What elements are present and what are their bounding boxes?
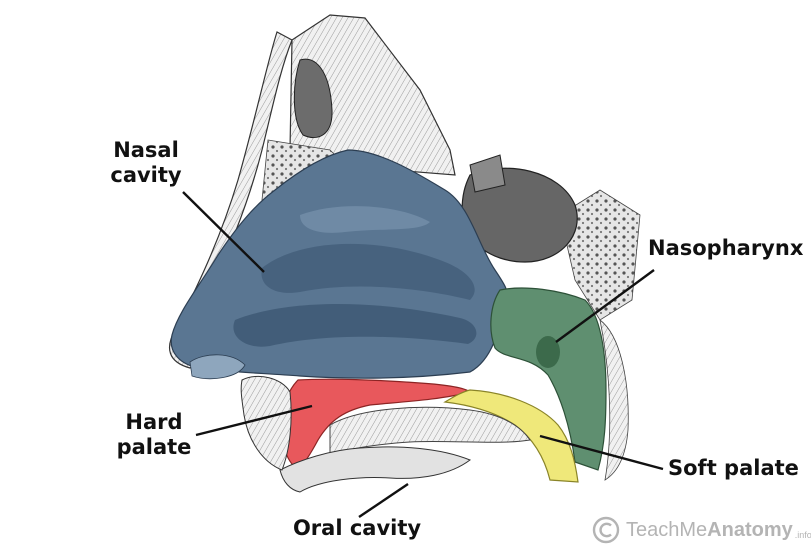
label-nasal-cavity: Nasal cavity bbox=[110, 138, 182, 187]
leader-line-nasopharynx bbox=[555, 269, 655, 343]
posterior-pharyngeal-wall bbox=[599, 319, 629, 481]
nasopharynx-region bbox=[490, 287, 607, 471]
nostril bbox=[189, 354, 246, 380]
watermark-brand-bold: Anatomy bbox=[707, 518, 793, 541]
soft-palate-region bbox=[443, 389, 579, 483]
label-oral-cavity: Oral cavity bbox=[292, 516, 422, 540]
sphenoid-recess bbox=[469, 154, 506, 193]
upper-lip bbox=[240, 376, 292, 471]
leader-line-soft-palate bbox=[539, 434, 664, 471]
label-nasopharynx: Nasopharynx bbox=[648, 236, 804, 260]
copyright-icon bbox=[592, 516, 620, 544]
middle-turbinate bbox=[261, 243, 475, 300]
spongy-bone-posterior bbox=[559, 189, 641, 321]
superior-turbinate bbox=[300, 206, 430, 233]
watermark-suffix: .info bbox=[794, 530, 811, 540]
leader-line-hard-palate bbox=[195, 404, 313, 437]
tongue-dorsum bbox=[329, 406, 531, 456]
frontal-sinus bbox=[293, 58, 333, 139]
watermark-brand-regular: TeachMe bbox=[626, 518, 708, 541]
upper-teeth bbox=[279, 446, 472, 493]
leader-line-nasal-cavity bbox=[182, 191, 265, 273]
label-soft-palate: Soft palate bbox=[668, 456, 799, 480]
inferior-turbinate bbox=[233, 304, 477, 347]
leader-line-oral-cavity bbox=[358, 483, 409, 518]
label-hard-palate: Hard palate bbox=[116, 410, 192, 459]
eustachian-opening bbox=[536, 336, 560, 368]
